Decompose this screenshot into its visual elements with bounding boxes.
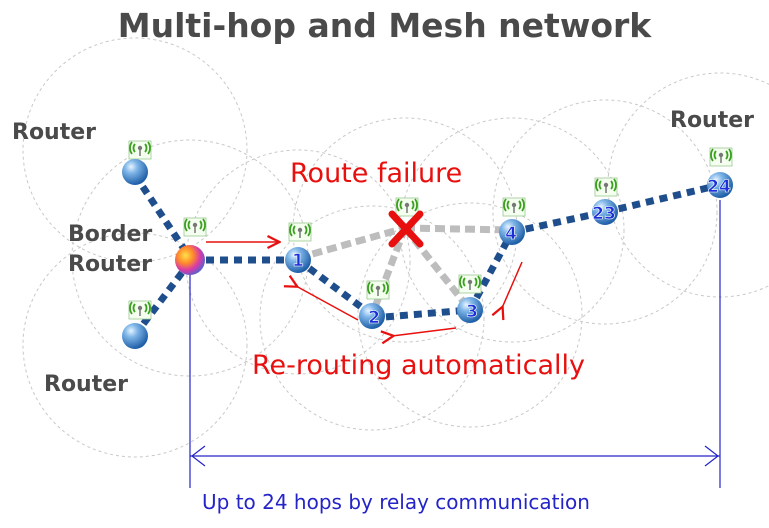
node-number: 2 <box>368 308 380 328</box>
page-title: Multi-hop and Mesh network <box>117 6 652 45</box>
wireless-signal-icon <box>288 222 312 242</box>
node-1-globe <box>285 247 311 273</box>
rerouting-arrows <box>206 242 523 336</box>
coverage-circle <box>22 232 248 458</box>
wireless-signal-icon <box>128 140 152 160</box>
coverage-circle <box>259 205 485 431</box>
hop-range-bracket <box>189 200 721 488</box>
router-node-bottom-left <box>122 323 148 349</box>
wireless-signal-icon <box>594 177 618 197</box>
router-node-top-left <box>122 159 148 185</box>
border-router-node <box>175 245 205 275</box>
route-link <box>466 230 516 312</box>
route-link <box>371 306 471 322</box>
coverage-circle <box>492 99 718 325</box>
red-x-failure-icon <box>388 210 424 248</box>
reroute-arrow <box>296 286 359 321</box>
node-number: 4 <box>505 224 517 244</box>
route-link <box>132 173 193 260</box>
wireless-signal-icon <box>366 280 390 300</box>
node-24-globe <box>707 172 733 198</box>
coverage-circle <box>357 202 583 428</box>
node-number: 24 <box>707 177 731 197</box>
bracket-arrow-right <box>704 445 719 467</box>
node-number: 3 <box>466 302 478 322</box>
node-4-globe <box>499 219 525 245</box>
wireless-signal-icon <box>709 147 733 167</box>
wireless-signal-icon <box>128 300 152 320</box>
node-23-globe <box>592 199 618 225</box>
coverage-circle <box>607 72 769 298</box>
route-link <box>132 259 193 338</box>
failed-link <box>368 226 409 317</box>
node-2-globe <box>359 303 385 329</box>
label-rerouting: Re-routing automatically <box>252 350 586 381</box>
coverage-circle <box>399 117 625 343</box>
node-number: 23 <box>592 204 616 224</box>
failed-link <box>404 224 513 234</box>
bracket-arrow-left <box>191 445 206 467</box>
reroute-arrow <box>502 261 523 308</box>
label-router-top-left: Router <box>12 120 97 145</box>
coverage-circle <box>22 37 248 263</box>
failed-link <box>297 224 406 262</box>
nodes <box>122 159 733 349</box>
node-number: 1 <box>292 251 304 271</box>
route-link <box>295 257 375 318</box>
label-border-line2: Router <box>68 252 153 277</box>
wireless-signal-icon <box>502 197 526 217</box>
label-router-bottom-left: Router <box>44 372 129 397</box>
wireless-signal-icon <box>395 197 419 217</box>
node-3-globe <box>457 297 483 323</box>
label-hops-caption: Up to 24 hops by relay communication <box>202 490 590 514</box>
label-border-line1: Border <box>68 222 153 247</box>
wireless-signal-icon <box>183 217 207 237</box>
label-router-top-right: Router <box>670 108 755 133</box>
wireless-signal-icon <box>458 274 482 294</box>
route-link <box>511 208 606 236</box>
label-route-failure: Route failure <box>290 158 463 189</box>
active-routes <box>132 173 721 338</box>
reroute-arrow <box>392 327 457 336</box>
coverage-circle <box>185 149 411 375</box>
route-link <box>604 181 721 216</box>
